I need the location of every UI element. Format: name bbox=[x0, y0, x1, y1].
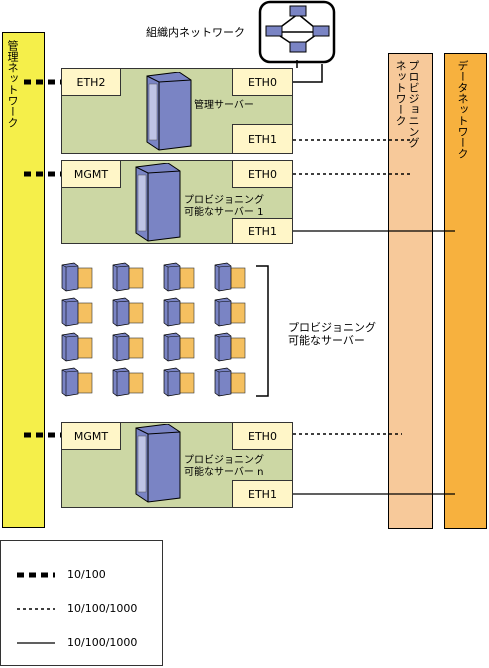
provisionable-server-icon bbox=[160, 262, 195, 292]
legend: 10/100 10/100/1000 10/100/1000 bbox=[0, 540, 163, 666]
provisionable-server-icon bbox=[109, 332, 144, 362]
provisionable-server-n-port-eth0: ETH0 bbox=[232, 422, 293, 450]
provisioning-network-bar bbox=[388, 53, 433, 529]
provisionable-server-icon bbox=[160, 367, 195, 397]
provisionable-server-icon bbox=[109, 367, 144, 397]
provisionable-server-icon bbox=[58, 332, 93, 362]
management-network-bar bbox=[2, 32, 45, 528]
provisionable-server-1-port-mgmt: MGMT bbox=[61, 160, 121, 188]
management-server-label: 管理サーバー bbox=[194, 100, 254, 111]
provisionable-servers-group-label: プロビジョニング 可能なサーバー bbox=[288, 321, 376, 347]
provisioning-network-label: プロビジョニング ネットワーク bbox=[394, 60, 420, 148]
legend-label-3: 10/100/1000 bbox=[67, 636, 138, 649]
internal-link-drop bbox=[293, 64, 323, 83]
provisionable-server-n-port-mgmt: MGMT bbox=[61, 422, 121, 450]
provisionable-server-1-label: プロビジョニング 可能なサーバー 1 bbox=[184, 195, 264, 218]
internal-network-label: 組織内ネットワーク bbox=[146, 26, 245, 39]
provisionable-server-icon bbox=[211, 332, 246, 362]
provisionable-server-icon bbox=[58, 262, 93, 292]
management-network-label: 管理ネットワーク bbox=[6, 40, 19, 128]
provisionable-server-n-icon bbox=[124, 423, 184, 508]
legend-label-2: 10/100/1000 bbox=[67, 602, 138, 615]
data-network-label: データネットワーク bbox=[456, 60, 469, 159]
provisionable-server-icon bbox=[109, 297, 144, 327]
provisionable-server-icon bbox=[211, 367, 246, 397]
provisionable-server-icon bbox=[211, 297, 246, 327]
provisionable-server-1-port-eth1: ETH1 bbox=[232, 218, 293, 244]
provisionable-server-icon bbox=[211, 262, 246, 292]
management-server-icon bbox=[135, 71, 195, 156]
provisionable-server-n-label: プロビジョニング 可能なサーバー n bbox=[184, 455, 264, 478]
provisionable-server-1-icon bbox=[124, 162, 184, 247]
management-server-port-eth1: ETH1 bbox=[232, 124, 293, 154]
provisionable-server-icon bbox=[109, 262, 144, 292]
provisionable-server-n-port-eth1: ETH1 bbox=[232, 480, 293, 508]
provisionable-server-icon bbox=[160, 332, 195, 362]
provisionable-server-icon bbox=[58, 367, 93, 397]
provisionable-servers-grid bbox=[58, 262, 254, 400]
management-server-port-eth2: ETH2 bbox=[61, 68, 121, 96]
provisionable-server-icon bbox=[160, 297, 195, 327]
provisionable-servers-bracket bbox=[254, 265, 272, 401]
provisionable-server-icon bbox=[58, 297, 93, 327]
data-network-bar bbox=[444, 53, 487, 529]
legend-label-1: 10/100 bbox=[67, 568, 106, 581]
provisionable-server-1-port-eth0: ETH0 bbox=[232, 160, 293, 188]
management-server-port-eth0: ETH0 bbox=[232, 68, 293, 96]
